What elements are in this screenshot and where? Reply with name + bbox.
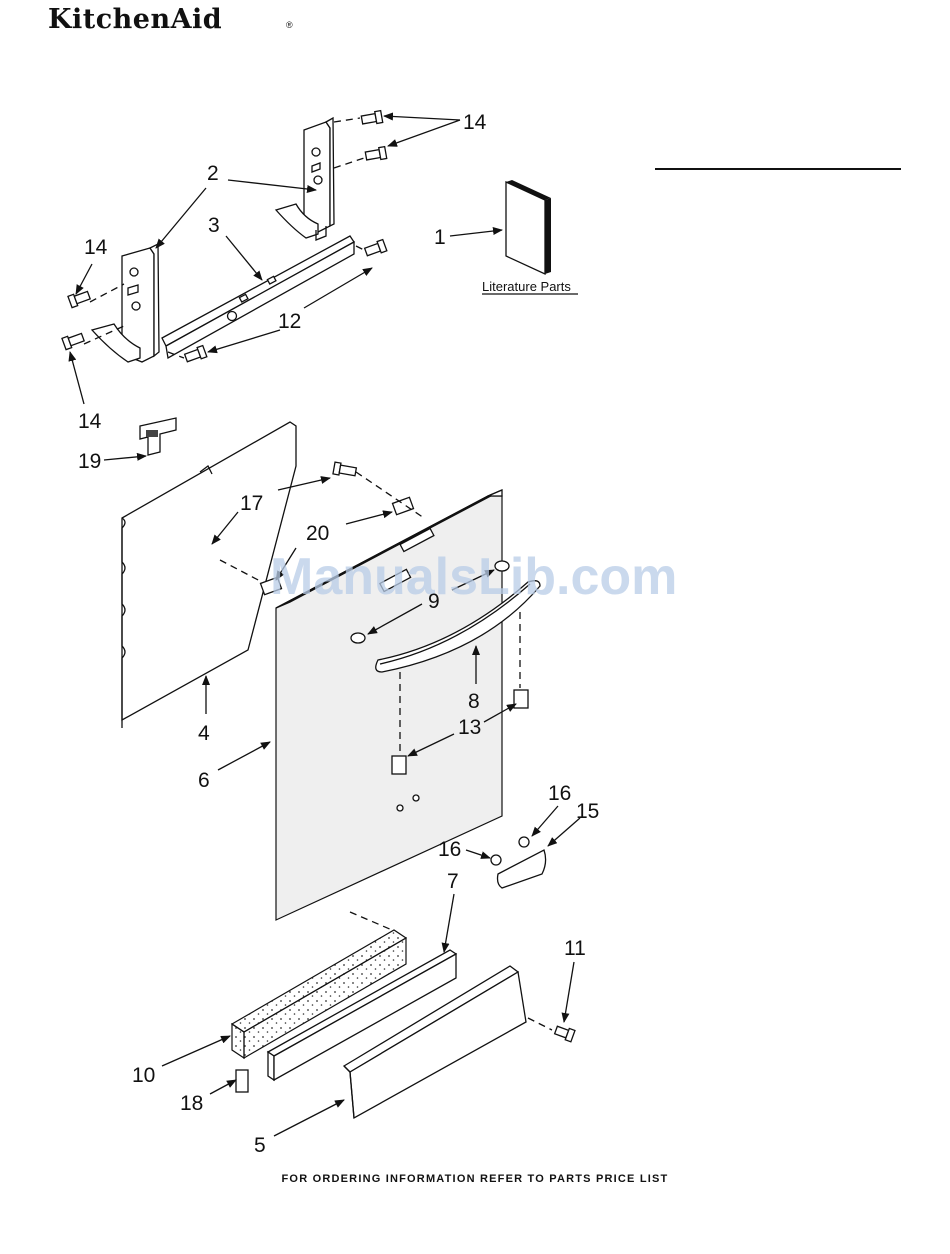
callout-17: 17: [240, 492, 263, 515]
screw-12-left: [184, 346, 207, 364]
callout-12: 12: [278, 310, 301, 333]
ordering-info-footer: FOR ORDERING INFORMATION REFER TO PARTS …: [0, 1173, 950, 1185]
literature-parts-label: Literature Parts: [482, 279, 571, 294]
callout-9: 9: [428, 590, 440, 613]
callout-4: 4: [198, 722, 210, 745]
callout-18: 18: [180, 1092, 203, 1115]
clip-18: [236, 1070, 248, 1092]
callout-15: 15: [576, 800, 599, 823]
watermark: ManualsLib.com: [270, 548, 677, 606]
mounting-rail: [162, 236, 354, 358]
callout-11: 11: [564, 937, 586, 960]
screw-17-right: [333, 462, 357, 478]
callout-14-top: 14: [463, 111, 487, 134]
callout-16-right: 16: [548, 782, 571, 805]
screw-14-left-lower: [62, 332, 85, 350]
clip-19: [140, 418, 176, 455]
screw-14-left-upper: [68, 290, 91, 308]
callout-1: 1: [434, 226, 446, 249]
callout-5: 5: [254, 1134, 266, 1157]
callout-13: 13: [458, 716, 481, 739]
callout-2: 2: [207, 162, 219, 185]
callout-6: 6: [198, 769, 210, 792]
screw-11: [554, 1024, 575, 1041]
callout-14-bottom: 14: [78, 410, 102, 433]
screw-14-mid: [365, 147, 387, 162]
literature-booklet: [506, 180, 551, 274]
callout-19: 19: [78, 450, 101, 473]
left-mounting-bracket: [92, 244, 159, 362]
callout-10: 10: [132, 1064, 155, 1087]
callout-16-left: 16: [438, 838, 461, 861]
button-15: [498, 850, 546, 888]
callout-20: 20: [306, 522, 329, 545]
callout-14-left: 14: [84, 236, 108, 259]
callout-7: 7: [447, 870, 459, 893]
right-mounting-bracket: [276, 118, 334, 240]
callout-8: 8: [468, 690, 480, 713]
screw-14-top: [361, 111, 383, 126]
screw-12-right: [364, 240, 387, 258]
callout-3: 3: [208, 214, 220, 237]
